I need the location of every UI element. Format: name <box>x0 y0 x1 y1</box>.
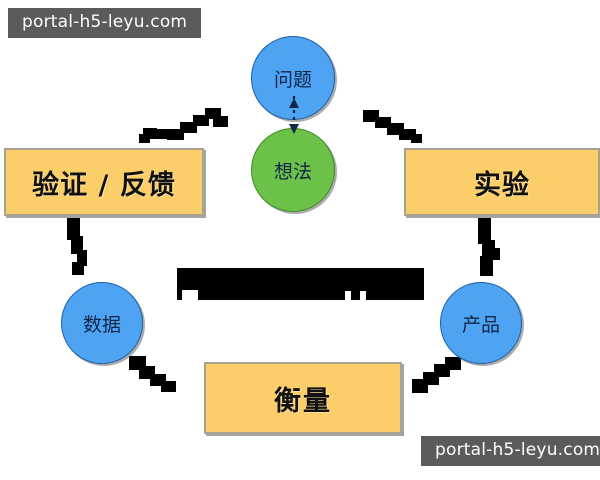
center-redaction-notch <box>360 291 366 301</box>
node-idea-label: 想法 <box>273 160 312 183</box>
node-experiment[interactable]: 实验 <box>404 148 600 216</box>
node-problem-label: 问题 <box>273 68 312 91</box>
node-measure-label: 衡量 <box>274 385 332 417</box>
node-validate-feedback[interactable]: 验证 / 反馈 <box>4 148 204 216</box>
node-data[interactable]: 数据 <box>61 282 143 364</box>
center-redaction-notch <box>345 291 351 301</box>
node-product[interactable]: 产品 <box>440 282 522 364</box>
node-experiment-label: 实验 <box>474 169 530 201</box>
watermark-bottom-right: portal-h5-leyu.com <box>421 436 600 466</box>
center-redaction-bar <box>177 268 424 300</box>
node-product-label: 产品 <box>461 313 500 336</box>
node-data-label: 数据 <box>82 313 121 336</box>
node-idea[interactable]: 想法 <box>251 128 335 212</box>
watermark-top-left: portal-h5-leyu.com <box>8 8 202 38</box>
connector-problem-to-idea <box>283 96 305 136</box>
node-validate-feedback-label: 验证 / 反馈 <box>32 169 176 201</box>
node-measure[interactable]: 衡量 <box>204 362 402 434</box>
center-redaction-notch <box>182 290 198 301</box>
